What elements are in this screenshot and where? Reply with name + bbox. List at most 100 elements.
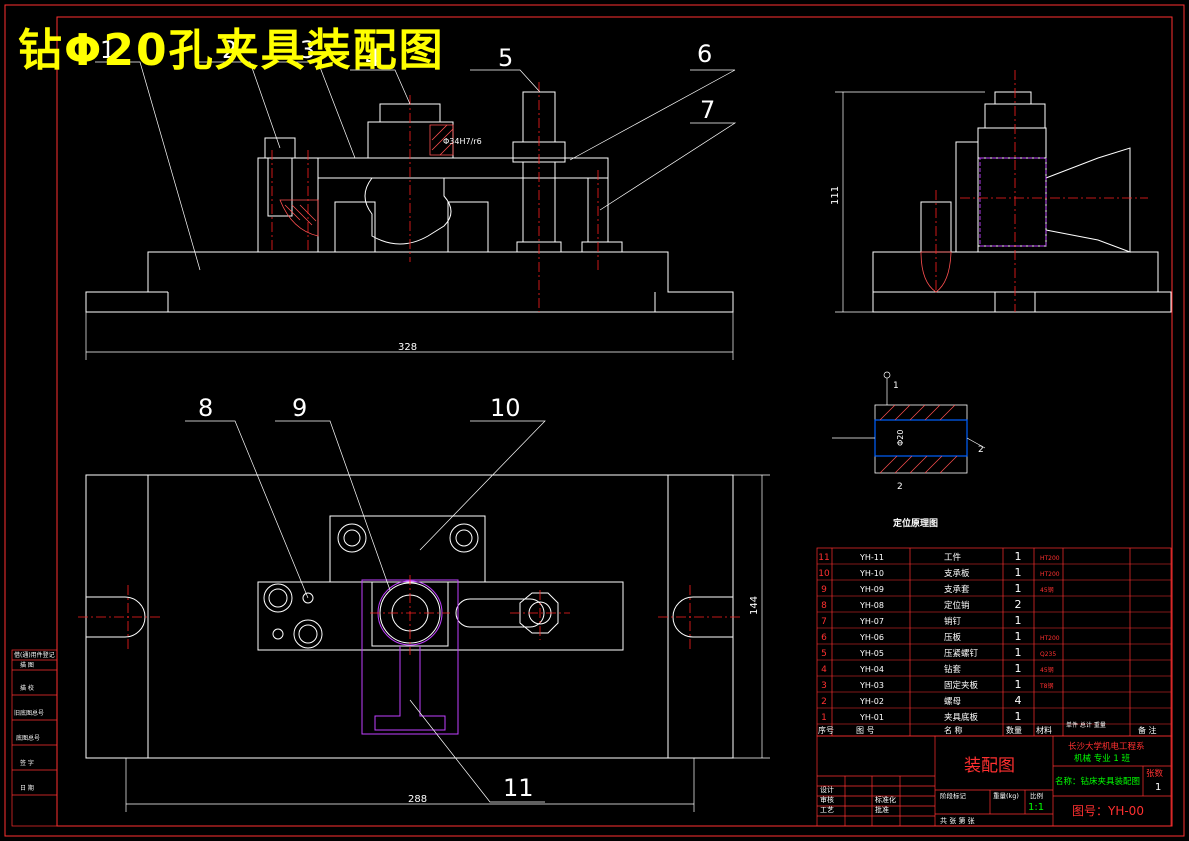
title-block-texts: 装配图 长沙大学机电工程系 机械 专业 1 班 张数 1 名称：钻床夹具装配图 … (820, 741, 1164, 825)
balloon-6: 6 (697, 40, 712, 68)
role-standard: 标准化 (875, 795, 896, 804)
role-process: 工艺 (820, 806, 834, 814)
dia-note-text: Φ20 (896, 430, 905, 446)
left-strip-texts: 借(通)用件登记 描 图 描 校 旧底图总号 底图总号 签 字 日 期 (14, 651, 55, 792)
bom-cell-qty: 1 (1015, 550, 1022, 563)
drawing-number: 图号：YH-00 (1072, 804, 1144, 818)
front-centerlines (271, 82, 599, 312)
leaders-plan (185, 420, 546, 803)
title-block-grid (816, 735, 1172, 827)
side-centerlines (935, 70, 1148, 312)
bom-cell-code: YH-06 (859, 633, 884, 642)
strip-text-3: 旧底图总号 (14, 709, 44, 717)
bom-cell-qty: 1 (1015, 710, 1022, 723)
stage-label-scale: 比例 (1030, 791, 1043, 800)
balloon-5: 5 (498, 44, 513, 72)
part-name: 名称：钻床夹具装配图 (1055, 776, 1140, 787)
bom-cell-no: 3 (821, 681, 827, 691)
bom-header: 序号 图 号 名 称 数量 材料 单件 总计 重量 备 注 (818, 721, 1157, 735)
bom-cell-material: Q235 (1040, 651, 1056, 658)
fit-note-text: Φ34H7/r6 (443, 137, 482, 146)
bom-cell-qty: 2 (1015, 598, 1022, 611)
bom-row-lines (817, 563, 1171, 725)
bom-cell-qty: 1 (1015, 646, 1022, 659)
bom-header-name: 名 称 (944, 725, 963, 735)
sheet-count: 1 (1155, 782, 1161, 793)
bom-cell-no: 10 (818, 569, 830, 579)
strip-text-6: 日 期 (20, 784, 34, 792)
bom-cell-name: 压紧螺钉 (944, 648, 979, 659)
bom-header-code: 图 号 (856, 726, 875, 735)
balloon-8: 8 (198, 394, 213, 422)
dimension-texts: 328 111 144 288 Φ34H7/r6 Φ20 (398, 137, 905, 805)
dim-side-height (835, 91, 985, 313)
major-class: 机械 专业 1 班 (1074, 753, 1131, 764)
strip-text-1: 描 图 (20, 661, 34, 669)
strip-text-5: 签 字 (20, 759, 34, 767)
bom-cell-qty: 1 (1015, 614, 1022, 627)
bom-cell-no: 11 (818, 553, 829, 563)
bom-cell-name: 压板 (944, 632, 962, 643)
bom-cell-no: 7 (821, 617, 827, 627)
balloon-3: 3 (300, 36, 315, 64)
balloon-10: 10 (490, 394, 521, 422)
bom-header-remark: 备 注 (1138, 725, 1157, 735)
bom-header-material: 材料 (1036, 725, 1052, 735)
balloon-7: 7 (700, 96, 715, 124)
bom-cell-code: YH-11 (859, 553, 884, 562)
bom-cell-code: YH-03 (859, 681, 884, 690)
bom-cell-code: YH-01 (859, 713, 884, 722)
plan-workpiece (361, 579, 459, 735)
dim-111-text: 111 (830, 186, 841, 205)
dim-front-width (85, 312, 734, 360)
bom-cell-no: 2 (821, 697, 827, 707)
drawing-name: 装配图 (964, 756, 1015, 776)
bom-cell-code: YH-08 (859, 601, 884, 610)
bom-cell-no: 5 (821, 649, 827, 659)
balloon-4: 4 (365, 44, 380, 72)
bom-cell-material: 45钢 (1040, 666, 1054, 674)
bom-cell-no: 8 (821, 601, 827, 611)
bom-cell-name: 销钉 (944, 616, 962, 627)
bom-cell-code: YH-10 (859, 569, 884, 578)
bom-cell-code: YH-02 (859, 697, 884, 706)
locating-label: 定位原理图 (892, 517, 938, 529)
strip-text-2: 描 校 (20, 684, 34, 692)
bom-cell-material: HT200 (1040, 571, 1060, 578)
plan-centerlines (78, 575, 742, 655)
leaders-top (95, 61, 737, 271)
bom-cell-name: 螺母 (944, 696, 961, 707)
left-strip (11, 649, 58, 827)
drawing-title: 钻Φ20孔夹具装配图 (18, 25, 445, 76)
locating-mark-1: 1 (893, 381, 899, 391)
bom-cell-no: 4 (821, 665, 827, 675)
bom-cell-code: YH-09 (859, 585, 884, 594)
bom-cell-material: HT200 (1040, 555, 1060, 562)
bom-cell-name: 工件 (944, 552, 962, 563)
bom-cell-material: 45钢 (1040, 586, 1054, 594)
dim-144-text: 144 (749, 596, 760, 615)
locating-diagram (832, 371, 986, 474)
front-hatch (279, 124, 454, 237)
scale-value: 1:1 (1028, 802, 1044, 813)
bom-cell-code: YH-05 (859, 649, 884, 658)
dim-288-text: 288 (408, 794, 427, 805)
balloon-11: 11 (503, 774, 534, 802)
side-view (872, 91, 1172, 313)
bom-cell-name: 钻套 (944, 664, 962, 675)
bom-cell-name: 夹具底板 (944, 712, 979, 723)
balloon-2: 2 (222, 36, 237, 64)
strip-text-0: 借(通)用件登记 (14, 651, 55, 659)
dim-328-text: 328 (398, 342, 417, 353)
bom-cell-material: T8钢 (1039, 682, 1053, 690)
bom-cell-name: 支承板 (944, 568, 970, 579)
bom-cell-qty: 1 (1015, 678, 1022, 691)
front-view (85, 91, 734, 313)
bom-cell-code: YH-04 (859, 665, 884, 674)
bom-cell-qty: 4 (1015, 694, 1022, 707)
bom-header-weight: 单件 总计 重量 (1066, 721, 1106, 729)
plan-view (85, 474, 734, 759)
dim-plan (125, 474, 770, 812)
bom-cell-name: 固定夹板 (944, 680, 979, 691)
